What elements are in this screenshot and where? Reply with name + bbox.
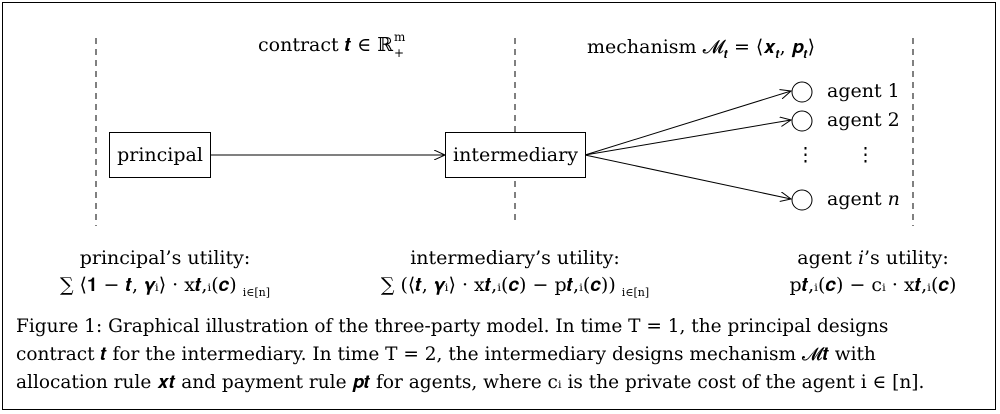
mechanism-sub: 𝒕 — [723, 46, 728, 61]
principal-label: principal — [117, 144, 203, 166]
mechanism-p-sub: 𝒕 — [803, 46, 808, 61]
agent-dots-right: ⋮ — [856, 144, 875, 166]
agent-1-label: agent 1 — [827, 80, 900, 102]
principal-formula-text: ∑ ⟨𝟏 − 𝒕, 𝜸ᵢ⟩ · x𝒕,ᵢ(𝒄) — [59, 274, 237, 296]
caption-line-1: Figure 1: Graphical illustration of the … — [16, 316, 889, 337]
caption-line-3: allocation rule 𝒙𝒕 and payment rule 𝒑𝒕 f… — [16, 372, 925, 393]
arrow-to-agent-n — [584, 154, 791, 199]
principal-utility-title: principal’s utility: — [79, 247, 251, 269]
mechanism-x-sub: 𝒕 — [775, 46, 780, 61]
agent-title-prefix: agent — [797, 247, 858, 269]
agent-dots-left: ⋮ — [796, 144, 815, 166]
mechanism-label: mechanism 𝓜𝒕 = ⟨𝒙𝒕, 𝒑𝒕⟩ — [587, 38, 815, 60]
mechanism-close: ⟩ — [807, 36, 816, 58]
agent-n-label: agent n — [827, 190, 900, 209]
mechanism-rest: = ⟨𝒙 — [727, 36, 776, 58]
intermediary-utility-formula: ∑ (⟨𝒕, 𝜸ᵢ⟩ · x𝒕,ᵢ(𝒄) − p𝒕,ᵢ(𝒄)) i∈[n] — [345, 276, 685, 298]
arrow-to-agent-1 — [584, 91, 791, 156]
agent-title-suffix: ’s utility: — [864, 247, 949, 269]
contract-sup: m — [394, 30, 406, 44]
agent-n-var: n — [887, 188, 900, 210]
arrow-to-agent-2 — [584, 120, 791, 156]
intermediary-utility-title: intermediary’s utility: — [410, 247, 620, 269]
figure-frame — [2, 2, 996, 410]
intermediary-label: intermediary — [453, 144, 578, 166]
agent-title-var: i — [857, 247, 865, 269]
agent-1-node — [791, 81, 813, 103]
figure-caption: Figure 1: Graphical illustration of the … — [16, 313, 990, 397]
principal-box: principal — [109, 132, 211, 178]
agent-utility-formula: p𝒕,ᵢ(𝒄) − cᵢ · x𝒕,ᵢ(𝒄) — [789, 274, 957, 296]
intermediary-formula-text: ∑ (⟨𝒕, 𝜸ᵢ⟩ · x𝒕,ᵢ(𝒄) − p𝒕,ᵢ(𝒄)) — [380, 274, 616, 296]
caption-line-2: contract 𝒕 for the intermediary. In time… — [16, 344, 876, 365]
agent-2-node — [791, 110, 813, 132]
agent-utility-title: agent i’s utility: — [768, 249, 978, 268]
agent-n-node — [791, 189, 813, 211]
mechanism-comma: , 𝒑 — [779, 36, 804, 58]
contract-sub: + — [394, 46, 405, 60]
principal-sum-sub: i∈[n] — [242, 285, 271, 299]
principal-utility-formula: ∑ ⟨𝟏 − 𝒕, 𝜸ᵢ⟩ · x𝒕,ᵢ(𝒄) i∈[n] — [30, 276, 300, 298]
agent-n-prefix: agent — [827, 188, 888, 210]
mechanism-text: mechanism 𝓜 — [587, 36, 724, 58]
intermediary-box: intermediary — [445, 132, 586, 178]
contract-text: contract 𝒕 ∈ ℝ — [258, 34, 394, 56]
intermediary-sum-sub: i∈[n] — [621, 285, 650, 299]
agent-2-label: agent 2 — [827, 109, 900, 131]
